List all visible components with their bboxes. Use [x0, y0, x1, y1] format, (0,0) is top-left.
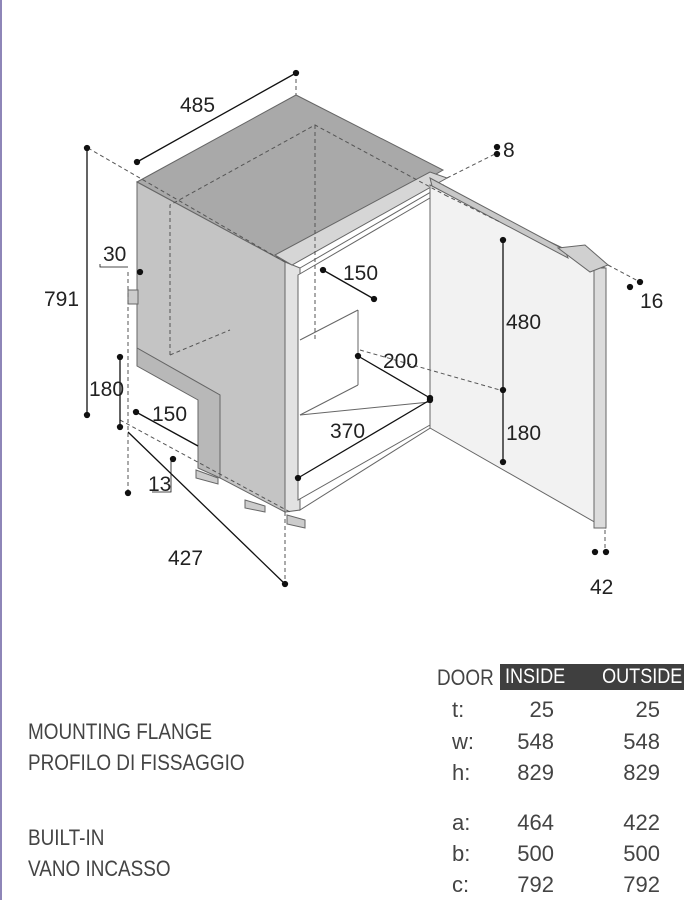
mounting-flange-label: MOUNTING FLANGE [28, 719, 212, 744]
dim-13: 13 [148, 473, 171, 496]
dim-30: 30 [103, 243, 126, 266]
row-key: b: [452, 841, 471, 866]
row-outside-value: 25 [635, 697, 660, 722]
row-outside-value: 500 [623, 841, 660, 866]
dim-42: 42 [590, 576, 613, 599]
page-edge-rule [0, 0, 2, 900]
built-in-label-it: VANO INCASSO [28, 856, 171, 881]
dimension-labels: 485 8 791 30 150 480 16 200 180 150 370 … [44, 94, 663, 599]
row-inside-value: 792 [517, 872, 554, 897]
mounting-flange-label-it: PROFILO DI FISSAGGIO [28, 750, 245, 775]
dim-8: 8 [503, 139, 515, 162]
row-key: c: [452, 872, 470, 897]
row-outside-value: 422 [623, 810, 660, 835]
foot-left [195, 469, 219, 485]
open-door [429, 184, 606, 529]
table-header-bar [500, 664, 684, 690]
dim-150-compressor: 150 [152, 403, 187, 426]
hidden-lines [87, 72, 641, 584]
compressor-step [136, 347, 221, 479]
row-inside-value: 25 [529, 697, 554, 722]
row-key: a: [452, 810, 471, 835]
row-key: w: [452, 729, 474, 754]
door-edge [593, 267, 607, 529]
cabinet-drawing [127, 94, 609, 529]
door-header-label: DOOR [437, 665, 494, 690]
row-inside-value: 829 [517, 760, 554, 785]
dim-791: 791 [44, 288, 79, 311]
dim-200: 200 [383, 350, 418, 373]
row-inside-value: 548 [517, 729, 554, 754]
foot-back [244, 499, 266, 513]
dim-480: 480 [506, 311, 541, 334]
built-in-label: BUILT-IN [28, 825, 105, 850]
row-key: h: [452, 760, 471, 785]
dimension-lines [83, 69, 644, 588]
row-outside-value: 548 [623, 729, 660, 754]
dim-485: 485 [180, 94, 215, 117]
side-knob [127, 289, 139, 305]
row-outside-value: 829 [623, 760, 660, 785]
dim-180-left: 180 [89, 378, 124, 401]
row-inside-value: 500 [517, 841, 554, 866]
dim-427: 427 [168, 547, 203, 570]
dim-180-right: 180 [506, 422, 541, 445]
row-key: t: [452, 697, 465, 722]
door-top-strip [429, 177, 569, 260]
column-outside: OUTSIDE [601, 665, 682, 688]
dim-370: 370 [330, 420, 365, 443]
dim-150-shelf: 150 [343, 262, 378, 285]
row-inside-value: 464 [517, 810, 554, 835]
column-inside: INSIDE [505, 665, 566, 688]
foot-front [286, 514, 306, 529]
dim-16: 16 [640, 290, 663, 313]
row-outside-value: 792 [623, 872, 660, 897]
